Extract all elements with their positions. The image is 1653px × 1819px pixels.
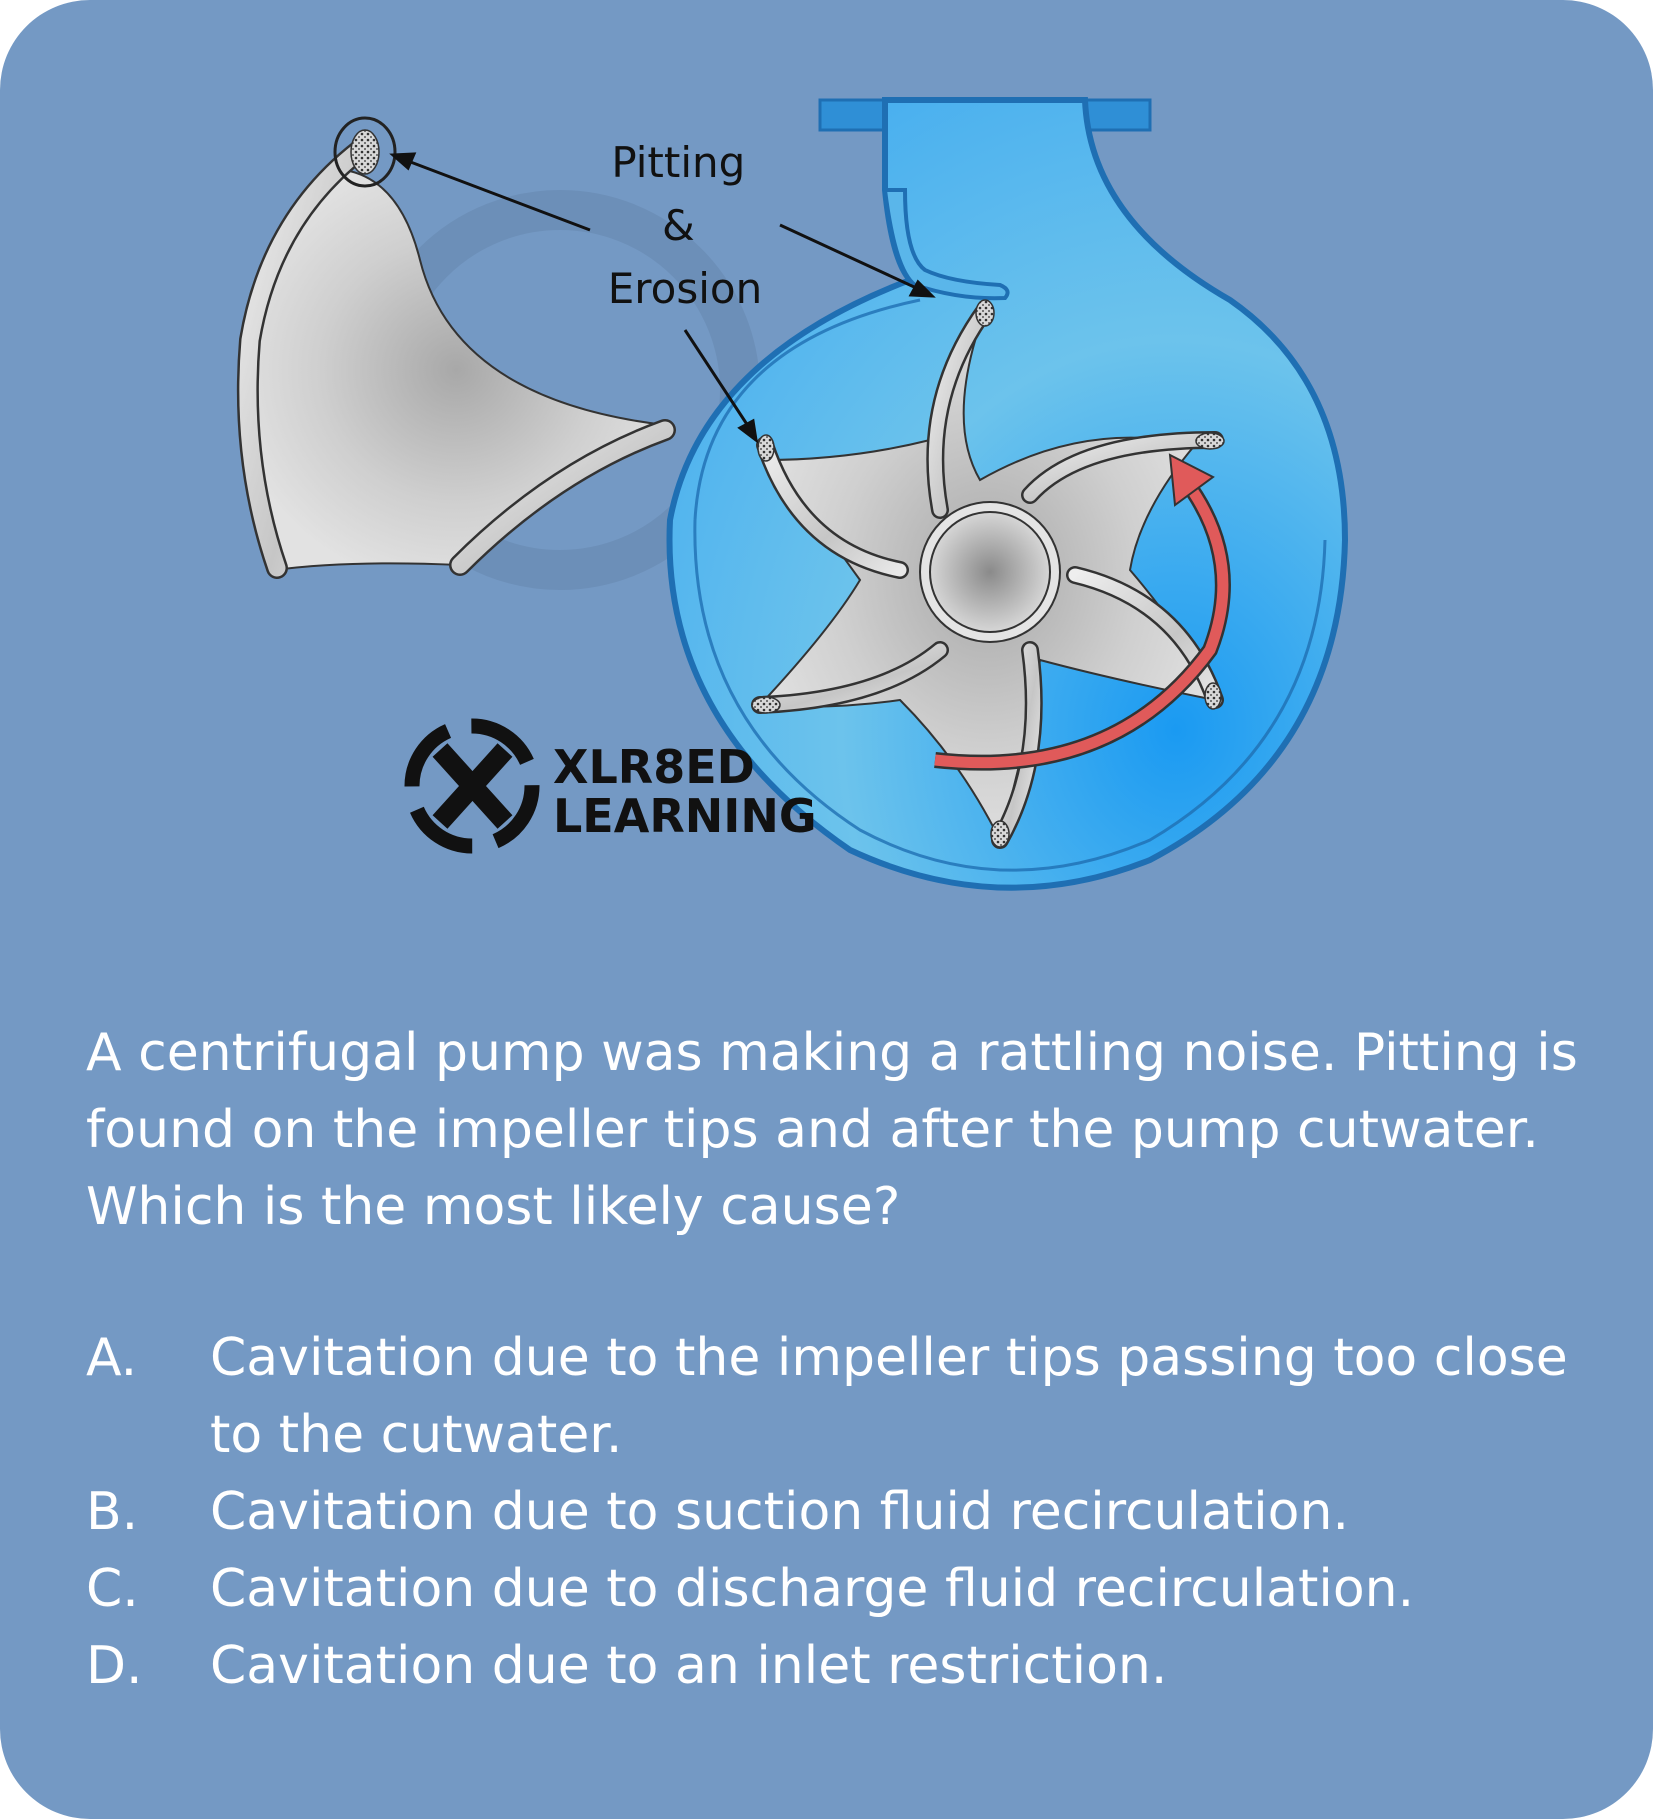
annotation-label: Pitting & Erosion: [608, 138, 762, 313]
impeller-vanes: [751, 301, 1224, 849]
cutwater: [882, 188, 1010, 301]
option-letter: A.: [86, 1328, 138, 1388]
option-b[interactable]: B. Cavitation due to suction fluid recir…: [86, 1474, 1606, 1551]
option-letter: C.: [86, 1559, 139, 1619]
option-a[interactable]: A. Cavitation due to the impeller tips p…: [86, 1320, 1606, 1474]
option-letter: B.: [86, 1482, 139, 1542]
vane-detail: [236, 116, 676, 579]
option-c[interactable]: C. Cavitation due to discharge fluid rec…: [86, 1551, 1606, 1628]
annotation-line-2: &: [662, 201, 695, 250]
option-letter: D.: [86, 1636, 143, 1696]
option-text: Cavitation due to the impeller tips pass…: [210, 1328, 1568, 1465]
annotation-arrows: [389, 152, 936, 444]
annotation-line-1: Pitting: [611, 138, 745, 187]
option-text: Cavitation due to discharge fluid recirc…: [210, 1559, 1415, 1619]
logo-line-1: XLR8ED: [553, 740, 755, 794]
pump-diagram: Pitting & Erosion XLR8ED LEARNING: [236, 97, 1349, 891]
answer-options: A. Cavitation due to the impeller tips p…: [86, 1320, 1606, 1705]
annotation-line-3: Erosion: [608, 264, 762, 313]
rotation-arrow: [934, 453, 1231, 771]
brand-logo: XLR8ED LEARNING: [404, 718, 817, 854]
option-text: Cavitation due to an inlet restriction.: [210, 1636, 1168, 1696]
option-text: Cavitation due to suction fluid recircul…: [210, 1482, 1349, 1542]
pitting-spots: [751, 299, 1225, 848]
option-d[interactable]: D. Cavitation due to an inlet restrictio…: [86, 1628, 1606, 1705]
logo-line-2: LEARNING: [553, 789, 817, 843]
question-text: A centrifugal pump was making a rattling…: [86, 1023, 1578, 1237]
impeller: [751, 299, 1225, 849]
